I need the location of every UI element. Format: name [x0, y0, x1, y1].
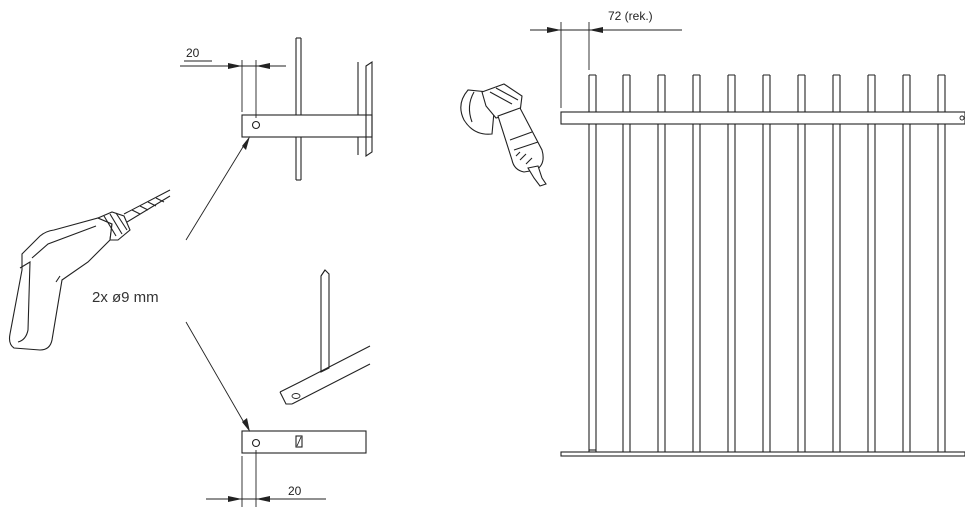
- drill-hole: [251, 120, 261, 130]
- drill-spec-label: 2x ø9 mm: [92, 289, 159, 306]
- drill-icon: [8, 189, 171, 351]
- drill-hole: [251, 438, 261, 448]
- dimension-top-label: 20: [186, 46, 200, 60]
- leader-lines: [185, 136, 250, 432]
- dimension-bottom-label: 20: [288, 484, 302, 498]
- baseplate-detail: [241, 269, 371, 454]
- fence-panel: [560, 74, 965, 457]
- dimension-spacing: [530, 22, 682, 108]
- angle-grinder-icon: [460, 83, 547, 187]
- top-rail-detail: [241, 37, 373, 181]
- dimension-top: [180, 60, 286, 118]
- picket-spacing-label: 72 (rek.): [608, 9, 653, 23]
- fence-pickets: [588, 74, 946, 452]
- bottom-rail: [560, 449, 965, 457]
- dimension-bottom: [206, 450, 326, 507]
- top-rail: [560, 111, 965, 125]
